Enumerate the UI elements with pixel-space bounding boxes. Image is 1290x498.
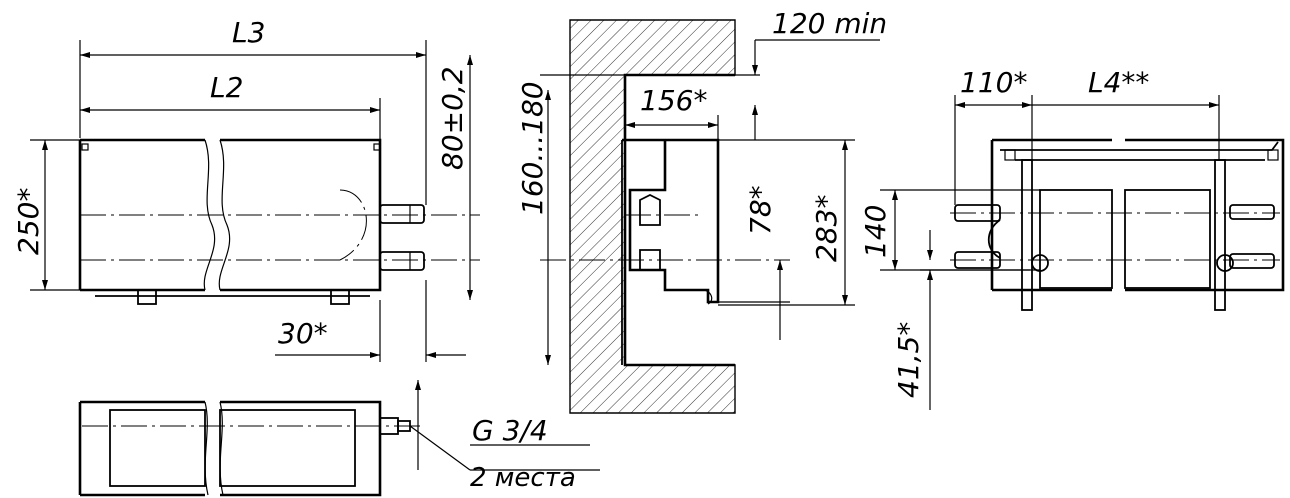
floor-hatch bbox=[569, 19, 736, 414]
label-80: 80±0,2 bbox=[436, 66, 469, 170]
top-view: G 3/4 2 места bbox=[78, 380, 600, 497]
dim-L2: L2 bbox=[80, 71, 381, 140]
dim-80: 80±0,2 bbox=[436, 55, 473, 300]
label-30: 30* bbox=[278, 317, 328, 350]
label-L4: L4** bbox=[1088, 66, 1149, 99]
dim-250: 250* bbox=[12, 139, 80, 291]
dim-140: 140 bbox=[859, 189, 1040, 271]
label-L3: L3 bbox=[232, 16, 265, 49]
dim-156: 156* bbox=[625, 84, 719, 140]
label-160: 160...180 bbox=[516, 81, 549, 215]
label-110: 110* bbox=[960, 66, 1027, 99]
front-view: L3 L2 250* 80±0,2 30* bbox=[12, 16, 480, 362]
front-housing bbox=[78, 138, 480, 305]
dim-30: 30* bbox=[275, 280, 466, 362]
label-250: 250* bbox=[12, 188, 45, 255]
dim-160: 160...180 bbox=[516, 74, 625, 365]
label-78: 78* bbox=[744, 185, 777, 235]
label-L2: L2 bbox=[210, 71, 243, 104]
dim-283: 283* bbox=[718, 139, 855, 306]
dim-110: 110* bbox=[954, 66, 1033, 205]
dim-L3: L3 bbox=[79, 16, 427, 205]
label-120: 120 min bbox=[772, 7, 887, 40]
label-mesta: 2 места bbox=[470, 463, 576, 493]
dim-120: 120 min bbox=[735, 7, 887, 140]
label-156: 156* bbox=[640, 84, 707, 117]
section-view: 120 min 160...180 156* 78* 283* bbox=[516, 7, 887, 414]
label-g34: G 3/4 bbox=[472, 414, 548, 447]
dim-78: 78* bbox=[718, 185, 790, 340]
label-283: 283* bbox=[810, 195, 843, 262]
label-140: 140 bbox=[859, 205, 892, 258]
label-415: 41,5* bbox=[892, 322, 925, 398]
side-view: 110* L4** 140 41,5* bbox=[859, 66, 1285, 410]
dim-L4: L4** bbox=[1032, 66, 1220, 160]
dim-415: 41,5* bbox=[892, 230, 1030, 410]
